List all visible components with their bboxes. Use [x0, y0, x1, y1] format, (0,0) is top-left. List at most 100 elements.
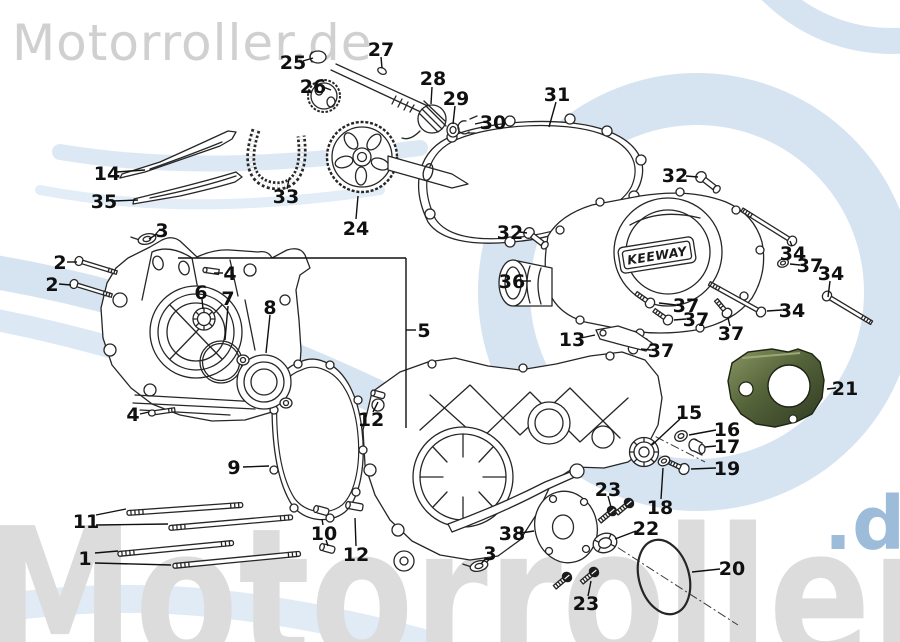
kickstart-shaft-assembly: [307, 50, 478, 140]
bolt-34-b: [821, 290, 874, 326]
bolt-34-a: [740, 207, 798, 247]
leader-line-19: [690, 467, 717, 470]
part-label-37: 37: [718, 323, 744, 345]
watermark-de-text: .de: [824, 481, 900, 567]
chain-guide-14: [119, 130, 237, 179]
leader-line-30: [474, 121, 485, 125]
part-label-1: 1: [78, 548, 91, 570]
part-label-31: 31: [544, 84, 570, 106]
part-label-17: 17: [714, 436, 740, 458]
part-label-5: 5: [417, 320, 430, 342]
part-label-3: 3: [483, 543, 496, 565]
part-label-25: 25: [280, 52, 306, 74]
screw-23-d: [579, 566, 600, 585]
part-label-2: 2: [53, 252, 66, 274]
leader-line-37: [673, 318, 687, 321]
part-label-27: 27: [368, 39, 394, 61]
part-label-6: 6: [194, 282, 207, 304]
part-label-10: 10: [311, 523, 337, 545]
bushing-10-b: [319, 542, 336, 554]
part-label-18: 18: [647, 497, 673, 519]
leader-line-34: [827, 280, 831, 298]
clamp-3-top: [130, 228, 161, 246]
leader-line-4: [139, 411, 150, 415]
leader-line-32: [685, 175, 699, 178]
part-label-36: 36: [499, 271, 525, 293]
camshaft-sprocket: [325, 120, 469, 194]
cover-screw-lugs: [555, 187, 765, 338]
part-label-26: 26: [300, 76, 326, 98]
part-label-8: 8: [263, 297, 276, 319]
bushing-10-a: [313, 504, 330, 516]
part-label-15: 15: [676, 402, 702, 424]
leader-line-34: [766, 309, 783, 312]
leader-line-21: [826, 387, 837, 390]
part-label-30: 30: [480, 112, 506, 134]
leader-line-3: [480, 557, 487, 565]
bolt-37-b: [652, 307, 674, 326]
right-crankcase-half: [362, 351, 663, 572]
bolt-37-c: [713, 298, 733, 319]
part-label-29: 29: [443, 88, 469, 110]
oil-seal-22: [592, 532, 618, 554]
part-label-28: 28: [420, 68, 446, 90]
leader-line-18: [660, 467, 664, 500]
leader-line-12: [354, 517, 357, 547]
leader-line-3: [148, 233, 158, 240]
leader-line-20: [691, 568, 721, 573]
screw-23-c: [552, 571, 573, 590]
leader-line-11: [95, 508, 127, 516]
part-label-37: 37: [673, 295, 699, 317]
leader-line-25: [302, 57, 314, 62]
part-label-16: 16: [714, 419, 740, 441]
part-label-21: 21: [832, 378, 858, 400]
pin-12-bottom: [345, 500, 364, 512]
leader-line-34: [789, 240, 793, 247]
leader-line-22: [614, 530, 637, 540]
leader-line-14: [115, 169, 146, 173]
stud-11-a: [126, 501, 244, 516]
leader-line-29: [452, 105, 456, 125]
leader-line-7: [224, 305, 229, 341]
leader-line-9: [242, 465, 270, 468]
screw-23-b: [614, 497, 635, 516]
leader-line-12: [372, 401, 379, 413]
part-label-4: 4: [126, 404, 139, 426]
leader-line-28: [430, 86, 433, 105]
round-cover-38: [534, 490, 598, 564]
washer-16: [674, 430, 688, 442]
heat-shield-plate: [727, 348, 825, 428]
leader-line-11: [95, 523, 169, 526]
part-label-24: 24: [343, 218, 369, 240]
bolt-32-lower: [523, 227, 549, 250]
leader-line-8: [265, 314, 271, 354]
oil-seal-6: [192, 307, 216, 331]
part-label-3: 3: [155, 220, 168, 242]
leader-line-15: [651, 418, 681, 446]
cam-chain: [246, 128, 307, 191]
part-label-32: 32: [662, 165, 688, 187]
part-label-12: 12: [343, 544, 369, 566]
bearing-retainer-plate: [236, 354, 293, 410]
leader-line-24: [355, 195, 359, 220]
belt-cover-assembly: KEEWAY: [498, 187, 765, 338]
leader-line-37: [789, 263, 801, 266]
leader-line-31: [548, 101, 557, 128]
part-label-37: 37: [648, 340, 674, 362]
part-label-33: 33: [273, 186, 299, 208]
part-label-34: 34: [780, 243, 806, 265]
part-label-37: 37: [683, 309, 709, 331]
leader-line-37: [658, 302, 677, 306]
bolt-34-c: [707, 280, 767, 318]
bolt-2-b: [69, 278, 113, 298]
air-duct-36: [498, 259, 553, 307]
leader-line-6: [201, 298, 204, 310]
leader-line-37: [640, 348, 652, 351]
bolt-32-upper: [695, 171, 721, 194]
leader-line-23: [607, 495, 612, 508]
part-label-34: 34: [779, 300, 805, 322]
leader-line-27: [380, 56, 383, 69]
leader-line-1: [94, 550, 119, 554]
